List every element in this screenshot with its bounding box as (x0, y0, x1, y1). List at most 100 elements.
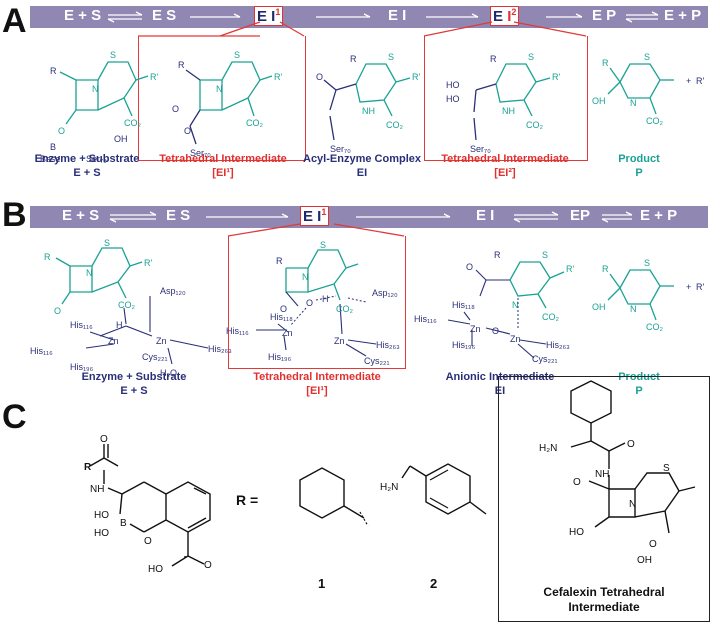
molecule-cefalexin: H₂N O NH S N O HO O OH (539, 380, 696, 566)
cefalexin-tetrahedral-box: H₂N O NH S N O HO O OH Cefalexin Tetrahe… (498, 376, 710, 622)
label-r: R (494, 250, 501, 260)
label-co2: CO₂ (646, 116, 664, 126)
molecule-a-tetrahedral-1: R S N O O R' CO₂ Ser₇₀ (172, 50, 282, 158)
label-r: R (350, 54, 357, 64)
label-s: S (644, 258, 650, 268)
label-r: R (602, 264, 609, 274)
label-co2: CO₂ (646, 322, 664, 332)
label-rprime: R' (150, 72, 158, 82)
label-o: O (316, 72, 323, 82)
bar-b-ei: E I (476, 207, 495, 224)
label-n: N (512, 300, 519, 310)
label-b: B (120, 518, 127, 529)
bar-b-ei1: E I1 (300, 206, 330, 226)
label-r: R (50, 66, 57, 76)
label-his118: His₁₁₈ (270, 312, 293, 322)
label-h2n: H₂N (380, 482, 398, 493)
label-oh: OH (114, 134, 128, 144)
label-his196: His₁₉₆ (268, 352, 292, 362)
label-zn-2: Zn (156, 336, 167, 346)
reaction-scheme-bar-a: E + S E S E I1 E I E I2 E P E + P (30, 6, 708, 28)
panel-letter-c: C (2, 398, 27, 436)
label-co2: CO₂ (118, 300, 136, 310)
bar-b-arrows (109, 211, 633, 223)
bar-b-es: E S (166, 207, 191, 224)
label-o-acid: O (649, 539, 657, 550)
bar-a-ei: E I (388, 7, 407, 24)
bracket-a-connectors (138, 21, 587, 37)
label-his263: His₂₆₃ (376, 340, 400, 350)
label-cys221: Cys₂₂₁ (364, 356, 390, 366)
label-oh-acid: OH (637, 555, 652, 566)
label-rprime: R' (696, 76, 704, 86)
bar-a-es-left: E + S (64, 7, 102, 24)
label-his116: His₁₁₆ (70, 320, 93, 330)
bar-a-ep-right: E + P (664, 7, 702, 24)
label-rprime: R' (144, 258, 152, 268)
bracket-b-ei1 (228, 236, 406, 369)
bar-b-ep-right: E + P (640, 207, 678, 224)
bar-a-ei1: E I1 (254, 6, 284, 26)
label-rprime: R' (412, 72, 420, 82)
panel-letter-b: B (2, 196, 27, 234)
label-zn-1: Zn (470, 324, 481, 334)
bar-a-ei2: E I2 (490, 6, 520, 26)
label-zn-2: Zn (334, 336, 345, 346)
molecule-b-substrate: R S N O R' CO₂ Asp₁₂₀ His₁₁₆ His₁₁₆ Zn Z… (30, 238, 232, 378)
label-o: O (58, 126, 65, 136)
r-equals-label: R = (236, 492, 259, 508)
label-o-bridge: O (492, 326, 499, 336)
cefalexin-caption: Cefalexin Tetrahedral Intermediate (543, 585, 665, 614)
label-n: N (630, 98, 637, 108)
label-his116: His₁₁₆ (414, 314, 437, 324)
molecule-b-product: R S N OH CO₂ + R' (592, 258, 704, 332)
reaction-scheme-bar-b: E + S E S E I1 E I EP E + P (30, 206, 708, 228)
bar-b-es-left: E + S (62, 207, 100, 224)
label-n: N (216, 84, 223, 94)
label-ho-1: HO (94, 510, 109, 521)
molecule-b-tetrahedral: R S N O O H CO₂ Asp₁₂₀ His₁₁₈ His₁₁₆ Zn … (226, 240, 400, 366)
molecule-a-product: R S N OH CO₂ + R' (592, 52, 704, 126)
label-s: S (644, 52, 650, 62)
label-o: O (280, 304, 287, 314)
label-zn-2: Zn (510, 334, 521, 344)
label-s: S (388, 52, 394, 62)
label-o-minus: O (573, 477, 581, 488)
caption-b-tetrahedral: Tetrahedral Intermediate[EI¹] (253, 371, 381, 397)
bracket-b-connectors (227, 223, 405, 237)
label-n: N (92, 84, 99, 94)
label-ser70: Ser₇₀ (190, 148, 211, 158)
substituent-2-aminomethylbenzyl: H₂N (380, 463, 487, 515)
label-o-acid: O (204, 560, 212, 571)
label-r: R (490, 54, 497, 64)
label-ho: HO (569, 527, 584, 538)
label-o-ring: O (144, 536, 152, 547)
label-cys221: Cys₂₂₁ (532, 354, 558, 364)
label-hn: NH (595, 469, 609, 480)
label-h: H (322, 294, 329, 304)
bracket-a-ei1 (138, 36, 306, 161)
substituent-1-cyclohexyl (299, 467, 369, 527)
label-s: S (542, 250, 548, 260)
label-plus: + (686, 282, 691, 292)
label-s: S (663, 463, 670, 474)
label-o: O (184, 126, 191, 136)
label-his196: His₁₉₆ (70, 362, 94, 372)
label-o-amide: O (627, 439, 635, 450)
caption-a-tetrahedral-1: Tetrahedral Intermediate[EI¹] (159, 153, 287, 179)
molecule-a-tetrahedral-2: R S NH HO HO R' CO₂ Ser₇₀ (446, 52, 560, 154)
molecule-a-substrate: R S N O R' CO₂ B Base Ser₇₀ OH (40, 50, 158, 164)
label-asp120: Asp₁₂₀ (372, 288, 398, 298)
label-co2: CO₂ (246, 118, 264, 128)
label-co2: CO₂ (124, 118, 142, 128)
label-co2: CO₂ (542, 312, 560, 322)
label-n: N (86, 268, 93, 278)
label-asp120: Asp₁₂₀ (160, 286, 186, 296)
label-r: R (602, 58, 609, 68)
label-rprime: R' (566, 264, 574, 274)
label-n: N (302, 272, 309, 282)
label-o-h: O (306, 298, 313, 308)
